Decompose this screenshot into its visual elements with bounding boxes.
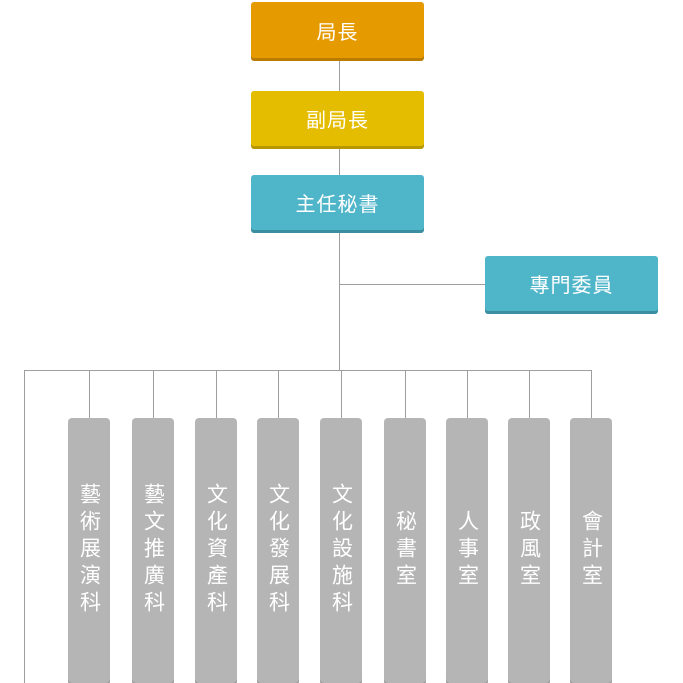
dept-label: 藝術展演科 bbox=[77, 483, 102, 618]
dept-cultural-development: 文化發展科 bbox=[257, 418, 299, 683]
dept-personnel: 人事室 bbox=[446, 418, 488, 683]
connector-drop-dept-6 bbox=[405, 370, 406, 418]
dept-cultural-facilities: 文化設施科 bbox=[320, 418, 362, 683]
dept-cultural-heritage: 文化資產科 bbox=[195, 418, 237, 683]
connector-drop-dept-4 bbox=[278, 370, 279, 418]
dept-performing-arts: 藝術展演科 bbox=[68, 418, 110, 683]
connector-director-deputy bbox=[339, 58, 340, 91]
dept-secretariat: 秘書室 bbox=[384, 418, 426, 683]
commissioner-box: 專門委員 bbox=[485, 256, 658, 311]
connector-drop-dept-2 bbox=[153, 370, 154, 418]
connector-commissioner bbox=[339, 284, 485, 285]
connector-left-drop bbox=[24, 370, 25, 683]
connector-deputy-secretary bbox=[339, 148, 340, 175]
deputy-director-label: 副局長 bbox=[306, 108, 369, 132]
dept-arts-promotion: 藝文推廣科 bbox=[132, 418, 174, 683]
director-box: 局長 bbox=[251, 2, 424, 58]
dept-label: 文化發展科 bbox=[266, 483, 291, 618]
connector-drop-dept-3 bbox=[216, 370, 217, 418]
dept-label: 秘書室 bbox=[393, 510, 418, 591]
connector-drop-dept-5 bbox=[341, 370, 342, 418]
commissioner-label: 專門委員 bbox=[529, 273, 614, 297]
connector-drop-dept-7 bbox=[467, 370, 468, 418]
connector-drop-dept-1 bbox=[89, 370, 90, 418]
dept-label: 文化設施科 bbox=[329, 483, 354, 618]
chief-secretary-label: 主任秘書 bbox=[295, 192, 380, 216]
connector-drop-dept-8 bbox=[529, 370, 530, 418]
dept-label: 文化資產科 bbox=[204, 483, 229, 618]
connector-secretary-trunk bbox=[339, 232, 340, 370]
deputy-director-box: 副局長 bbox=[251, 91, 424, 146]
dept-accounting: 會計室 bbox=[570, 418, 612, 683]
chief-secretary-box: 主任秘書 bbox=[251, 175, 424, 230]
dept-label: 政風室 bbox=[517, 510, 542, 591]
dept-label: 藝文推廣科 bbox=[141, 483, 166, 618]
dept-label: 會計室 bbox=[579, 510, 604, 591]
connector-horizontal-bar bbox=[24, 370, 592, 371]
director-label: 局長 bbox=[316, 19, 359, 44]
dept-ethics: 政風室 bbox=[508, 418, 550, 683]
dept-label: 人事室 bbox=[455, 510, 480, 591]
connector-drop-dept-9 bbox=[591, 370, 592, 418]
